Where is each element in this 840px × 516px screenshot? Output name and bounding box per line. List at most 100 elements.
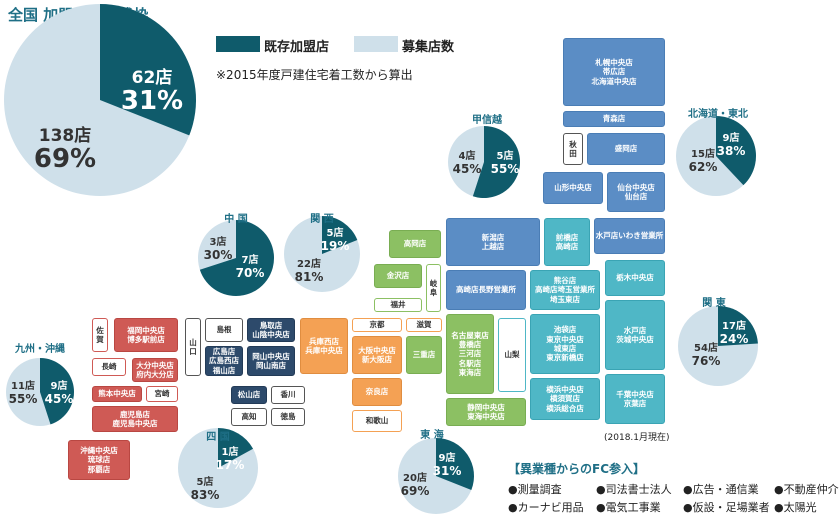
- region-hokkaido-name: 北海道・東北: [688, 109, 748, 120]
- shikoku-recruit-pct: 83%: [190, 487, 220, 502]
- shop-shiga[interactable]: 滋賀: [406, 318, 442, 332]
- hokkaido-existing-pct: 38%: [716, 143, 746, 158]
- shop-kumagaya[interactable]: 熊谷店 高崎店埼玉営業所 埼玉東店: [530, 270, 600, 310]
- national-recruit-pct: 69%: [33, 143, 97, 174]
- national-recruit-count: 138店: [38, 126, 92, 146]
- shop-saga[interactable]: 佐 賀: [92, 318, 108, 352]
- region-shikoku-name: 四 国: [206, 432, 230, 443]
- shop-ikebukuro[interactable]: 池袋店 東京中央店 城東店 東京新橋店: [530, 314, 600, 374]
- shop-gifu[interactable]: 岐 阜: [426, 264, 441, 312]
- national-existing-count: 62店: [131, 68, 173, 88]
- shop-shimane[interactable]: 島根: [205, 318, 243, 342]
- shop-kumamoto[interactable]: 熊本中央店: [92, 386, 142, 402]
- pie-kansai-existing-slice: [322, 216, 358, 254]
- shop-chiba[interactable]: 千葉中央店 京葉店: [605, 374, 665, 424]
- legend-recruit-label: 募集店数: [402, 40, 455, 55]
- tokai-recruit-pct: 69%: [400, 483, 430, 498]
- shop-yamagata[interactable]: 山形中央店: [543, 172, 603, 204]
- shop-sendai[interactable]: 仙台中央店 仙台店: [607, 172, 665, 212]
- shop-hiroshima[interactable]: 広島店 広島西店 福山店: [205, 346, 243, 376]
- shop-mie[interactable]: 三重店: [406, 336, 442, 374]
- source-note: ※2015年度戸建住宅着工数から算出: [216, 68, 413, 82]
- region-koshinetsu-name: 甲信越: [472, 115, 502, 126]
- shop-nara[interactable]: 奈良店: [352, 378, 402, 406]
- shop-wakayama[interactable]: 和歌山: [352, 410, 402, 432]
- shop-osaka[interactable]: 大阪中央店 新大阪店: [352, 336, 402, 374]
- shop-okayama[interactable]: 岡山中央店 岡山南店: [247, 346, 295, 376]
- shop-tokushima[interactable]: 徳島: [271, 408, 305, 426]
- kansai-existing-count: 5店: [326, 228, 344, 239]
- shop-nagasaki[interactable]: 長崎: [92, 358, 126, 376]
- shop-kanazawa[interactable]: 金沢店: [374, 264, 422, 288]
- shop-shizuoka[interactable]: 静岡中央店 東海中央店: [446, 398, 526, 426]
- date-note: (2018.1月現在): [604, 433, 670, 443]
- shop-oita[interactable]: 大分中央店 府内大分店: [132, 358, 178, 382]
- shop-yamaguchi[interactable]: 山 口: [185, 318, 201, 376]
- koshinetsu-recruit-count: 4店: [458, 151, 476, 162]
- shop-morioka[interactable]: 盛岡店: [587, 133, 665, 165]
- shop-mito[interactable]: 水戸店 茨城中央店: [605, 300, 665, 370]
- kansai-recruit-pct: 81%: [294, 269, 324, 284]
- pie-koshinetsu-existing-slice: [472, 126, 520, 198]
- kansai-recruit-count: 22店: [297, 259, 321, 270]
- shop-aomori[interactable]: 青森店: [563, 111, 665, 127]
- kanto-existing-pct: 24%: [719, 331, 749, 346]
- tokai-recruit-count: 20店: [403, 473, 427, 484]
- kyushu-existing-pct: 45%: [44, 391, 74, 406]
- shop-akita[interactable]: 秋 田: [563, 133, 583, 165]
- shop-mito-iwaki[interactable]: 水戸店いわき営業所: [594, 218, 665, 254]
- shop-nagoya[interactable]: 名古屋東店 豊橋店 三河店 名駅店 東海店: [446, 314, 494, 394]
- fc-item: ●測量調査: [508, 483, 562, 496]
- pie-tokai-existing-slice: [436, 438, 474, 490]
- shop-kagawa[interactable]: 香川: [271, 386, 305, 404]
- kanto-existing-count: 17店: [722, 321, 746, 332]
- shop-yokohama[interactable]: 横浜中央店 横須賀店 横浜総合店: [530, 378, 600, 420]
- shop-kagoshima[interactable]: 鹿児島店 鹿児島中央店: [92, 406, 178, 432]
- hokkaido-existing-count: 9店: [722, 133, 740, 144]
- fc-item: ●電気工事業: [596, 501, 661, 514]
- shop-fukui[interactable]: 福井: [374, 298, 422, 312]
- shop-nagano[interactable]: 高崎店長野営業所: [446, 270, 526, 310]
- pie-national-existing-slice: [100, 4, 197, 136]
- tokai-existing-pct: 31%: [432, 463, 462, 478]
- koshinetsu-recruit-pct: 45%: [452, 161, 482, 176]
- legend-recruit-swatch: [354, 36, 398, 52]
- koshinetsu-existing-pct: 55%: [490, 161, 520, 176]
- national-existing-pct: 31%: [120, 85, 184, 116]
- fc-item: ●司法書士法人: [596, 483, 672, 496]
- fc-title: 【異業種からのFC参入】: [508, 462, 646, 476]
- shop-tochigi[interactable]: 栃木中央店: [605, 260, 665, 296]
- region-kansai-name: 関 西: [310, 214, 334, 225]
- shop-tottori[interactable]: 鳥取店 山陰中央店: [247, 318, 295, 342]
- shop-kyoto[interactable]: 京都: [352, 318, 402, 332]
- shop-hyogo[interactable]: 兵庫西店 兵庫中央店: [300, 318, 348, 374]
- shop-takaoka[interactable]: 高岡店: [389, 230, 441, 258]
- hokkaido-recruit-count: 15店: [691, 149, 715, 160]
- shop-sapporo[interactable]: 札幌中央店 帯広店 北海道中央店: [563, 38, 665, 106]
- fc-item: ●不動産仲介: [774, 483, 839, 496]
- fc-item: ●広告・通信業: [683, 483, 759, 496]
- shop-matsuyama[interactable]: 松山店: [231, 386, 267, 404]
- shop-miyazaki[interactable]: 宮崎: [146, 386, 178, 402]
- shop-yamanashi[interactable]: 山梨: [498, 318, 526, 392]
- pie-hokkaido-existing-slice: [716, 116, 756, 186]
- shop-kochi[interactable]: 高知: [231, 408, 267, 426]
- shop-maebashi[interactable]: 前橋店 高崎店: [544, 218, 590, 266]
- chugoku-recruit-pct: 30%: [203, 247, 233, 262]
- shop-fukuoka[interactable]: 福岡中央店 博多駅前店: [114, 318, 178, 352]
- kyushu-existing-count: 9店: [50, 381, 68, 392]
- legend-existing-label: 既存加盟店: [264, 40, 330, 55]
- shop-niigata[interactable]: 新潟店 上越店: [446, 218, 540, 266]
- shop-okinawa[interactable]: 沖縄中央店 琉球店 那覇店: [68, 440, 130, 480]
- fc-item: ●仮設・足場業者: [683, 501, 770, 514]
- chugoku-recruit-count: 3店: [209, 237, 227, 248]
